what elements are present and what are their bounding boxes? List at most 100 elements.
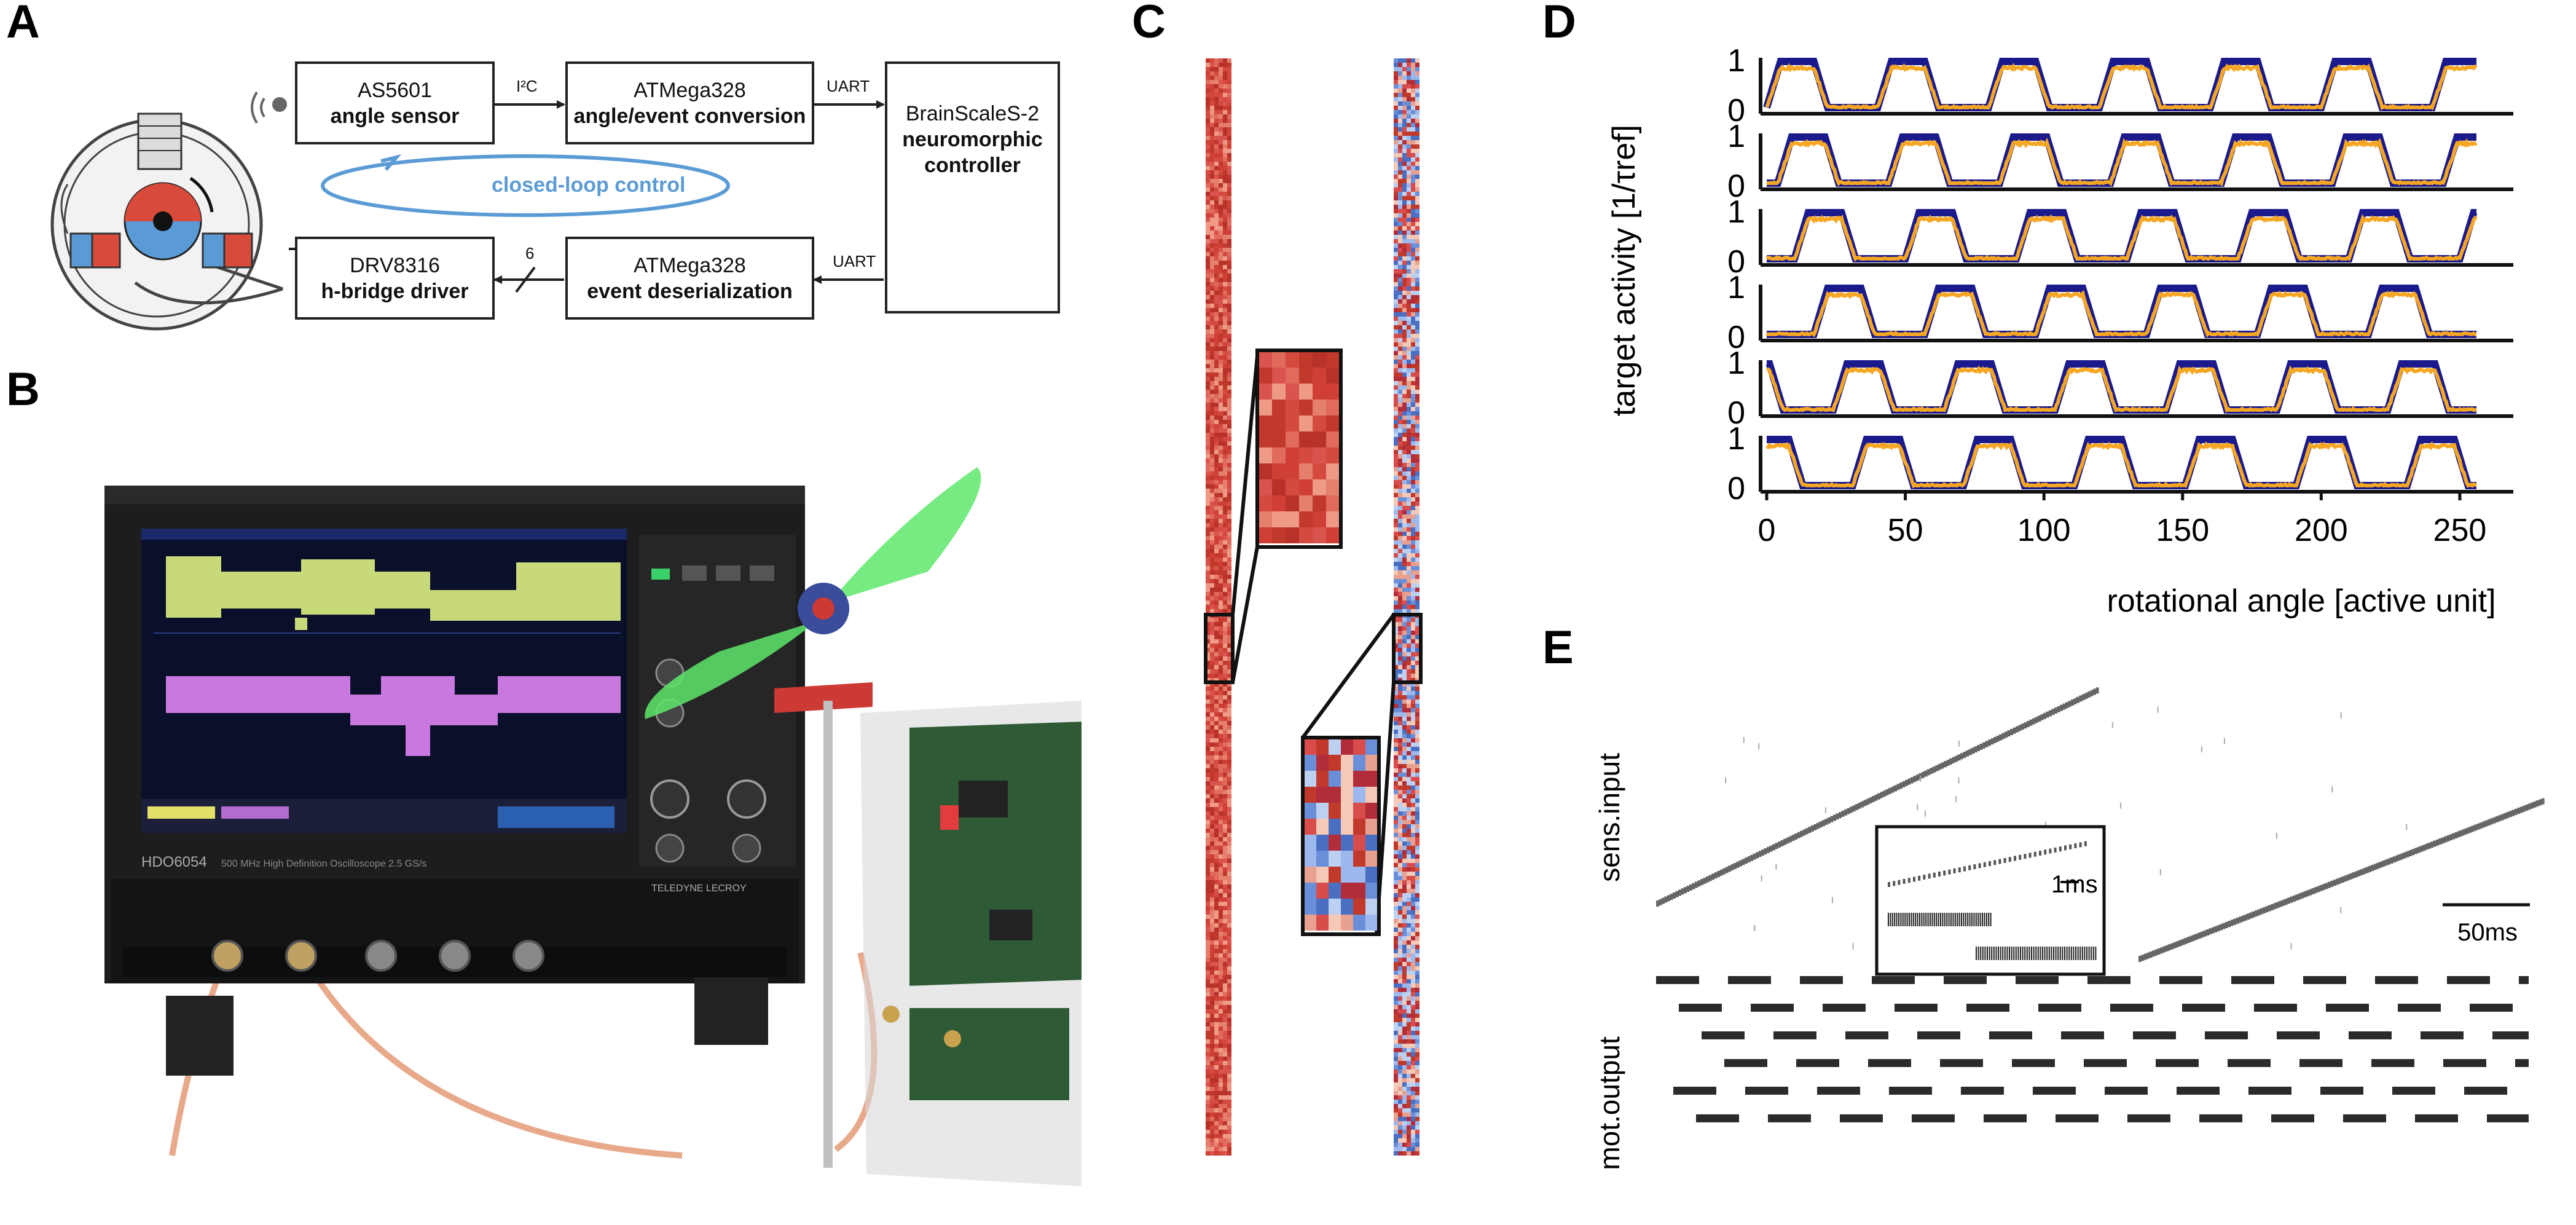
sens-spike xyxy=(1905,779,1908,786)
heatmap-cell xyxy=(1223,76,1227,80)
heatmap-cell xyxy=(1411,919,1415,923)
heatmap-cell xyxy=(1398,1143,1402,1147)
heatmap-cell xyxy=(1415,63,1420,67)
mot-spike-burst xyxy=(1673,1087,1716,1095)
heatmap-cell xyxy=(1219,596,1223,601)
sens-spike xyxy=(1778,841,1781,848)
sens-spike xyxy=(1695,881,1698,888)
sens-spike xyxy=(1899,782,1903,789)
sens-spike xyxy=(1946,760,1950,766)
heatmap-cell xyxy=(1214,730,1219,734)
heatmap-cell xyxy=(1398,661,1402,665)
heatmap-cell xyxy=(1407,256,1411,261)
sens-spike xyxy=(2309,889,2312,896)
heatmap-cell xyxy=(1210,239,1214,243)
heatmap-cell xyxy=(1415,342,1420,347)
heatmap-cell xyxy=(1411,988,1415,992)
heatmap-cell xyxy=(1415,721,1420,725)
heatmap-cell xyxy=(1227,170,1231,175)
heatmap-cell xyxy=(1210,665,1214,669)
heatmap-cell xyxy=(1402,162,1407,166)
zoom-cell xyxy=(1365,787,1378,803)
heatmap-cell xyxy=(1214,570,1219,575)
heatmap-cell xyxy=(1206,269,1210,274)
heatmap-cell xyxy=(1402,596,1407,601)
heatmap-cell xyxy=(1411,325,1415,329)
sens-spike xyxy=(1831,897,1833,904)
heatmap-cell xyxy=(1223,132,1227,136)
heatmap-cell xyxy=(1227,678,1231,682)
scope-desc-text: 500 MHz High Definition Oscilloscope 2.5… xyxy=(221,859,426,869)
mot-spike-burst xyxy=(2326,1004,2369,1012)
heatmap-cell xyxy=(1214,588,1219,592)
heatmap-cell xyxy=(1206,407,1210,411)
heatmap-cell xyxy=(1398,119,1402,123)
heatmap-cell xyxy=(1223,63,1227,67)
sens-spike xyxy=(2355,871,2358,878)
scope-model-text: HDO6054 xyxy=(141,854,207,870)
heatmap-cell xyxy=(1415,252,1420,256)
heatmap-cell xyxy=(1415,132,1420,136)
heatmap-cell xyxy=(1206,1082,1210,1087)
heatmap-cell xyxy=(1394,755,1398,760)
heatmap-cell xyxy=(1219,157,1223,162)
heatmap-cell xyxy=(1394,773,1398,777)
heatmap-cell xyxy=(1407,695,1411,699)
heatmap-cell xyxy=(1219,829,1223,833)
heatmap-cell xyxy=(1223,295,1227,299)
heatmap-cell xyxy=(1206,218,1210,222)
heatmap-cell xyxy=(1227,717,1231,721)
scope-trace-yellow xyxy=(166,556,621,630)
heatmap-cell xyxy=(1402,106,1407,110)
sens-spike xyxy=(2403,852,2407,859)
heatmap-cell xyxy=(1214,218,1219,222)
heatmap-cell xyxy=(1219,747,1223,751)
heatmap-cell xyxy=(1223,192,1227,196)
heatmap-cell xyxy=(1415,631,1420,635)
heatmap-cell xyxy=(1407,1117,1411,1121)
heatmap-cell xyxy=(1411,153,1415,157)
heatmap-cell xyxy=(1227,299,1231,304)
heatmap-cell xyxy=(1223,794,1227,798)
heatmap-cell xyxy=(1210,1001,1214,1005)
heatmap-cell xyxy=(1206,471,1210,476)
heatmap-cell xyxy=(1214,394,1219,398)
heatmap-cell xyxy=(1206,665,1210,669)
sens-spike xyxy=(1675,891,1679,897)
sens-spike xyxy=(1719,869,1723,876)
heatmap-cell xyxy=(1223,579,1227,583)
heatmap-cell xyxy=(1415,760,1420,764)
heatmap-cell xyxy=(1407,781,1411,786)
mot-spike-burst xyxy=(1840,1114,1883,1122)
heatmap-cell xyxy=(1214,140,1219,144)
heatmap-cell xyxy=(1219,527,1223,532)
sens-spike xyxy=(1833,814,1836,821)
heatmap-cell xyxy=(1415,364,1420,368)
heatmap-cell xyxy=(1402,1069,1407,1074)
heatmap-cell xyxy=(1206,674,1210,678)
heatmap-cell xyxy=(1206,592,1210,596)
heatmap-cell xyxy=(1219,372,1223,377)
zoom-cell xyxy=(1326,384,1340,400)
heatmap-cell xyxy=(1210,235,1214,239)
heatmap-cell xyxy=(1210,889,1214,893)
heatmap-cell xyxy=(1219,833,1223,837)
heatmap-cell xyxy=(1206,454,1210,459)
heatmap-cell xyxy=(1219,755,1223,760)
heatmap-cell xyxy=(1206,687,1210,691)
heatmap-cell xyxy=(1227,480,1231,484)
heatmap-cell xyxy=(1210,351,1214,355)
heatmap-cell xyxy=(1402,919,1407,923)
heatmap-cell xyxy=(1214,553,1219,557)
heatmap-cell xyxy=(1411,299,1415,304)
heatmap-cell xyxy=(1210,923,1214,928)
sens-spike xyxy=(2349,873,2353,880)
heatmap-cell xyxy=(1415,915,1420,919)
sens-spike xyxy=(2201,746,2202,753)
heatmap-cell xyxy=(1402,1147,1407,1151)
mot-spike-burst xyxy=(2371,1059,2414,1067)
sens-spike xyxy=(2265,906,2269,913)
heatmap-cell xyxy=(1402,304,1407,308)
heatmap-cell xyxy=(1402,1078,1407,1082)
d-ytick-label: 0 xyxy=(1727,320,1745,355)
